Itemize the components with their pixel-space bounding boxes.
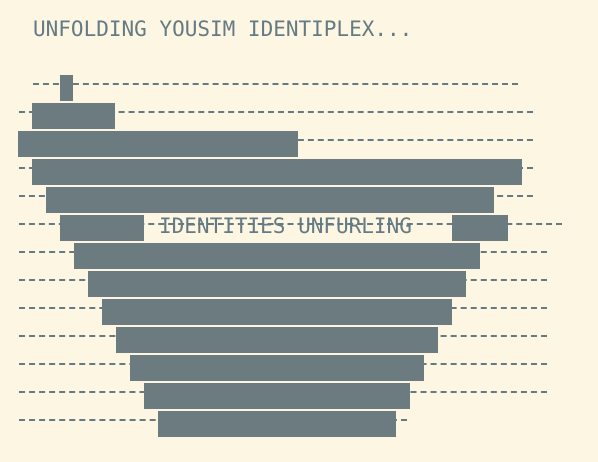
dash-line	[19, 223, 562, 225]
status-label: IDENTITIES UNFURLING	[159, 214, 412, 238]
block-bar	[144, 383, 410, 409]
block-bar	[116, 327, 438, 353]
block-bar	[46, 187, 494, 213]
block-bar	[18, 131, 298, 157]
block-bar	[102, 299, 452, 325]
block-bar	[158, 411, 396, 437]
dash-line	[19, 111, 533, 113]
block-bar	[32, 159, 522, 185]
block-bar	[130, 355, 424, 381]
block-bar	[32, 103, 115, 129]
dash-line	[33, 83, 518, 85]
block-bar	[60, 75, 73, 101]
block-bar	[60, 215, 144, 241]
block-bar	[88, 271, 466, 297]
loading-title: UNFOLDING YOUSIM IDENTIPLEX...	[33, 17, 413, 41]
block-bar	[452, 215, 508, 241]
block-bar	[74, 243, 480, 269]
